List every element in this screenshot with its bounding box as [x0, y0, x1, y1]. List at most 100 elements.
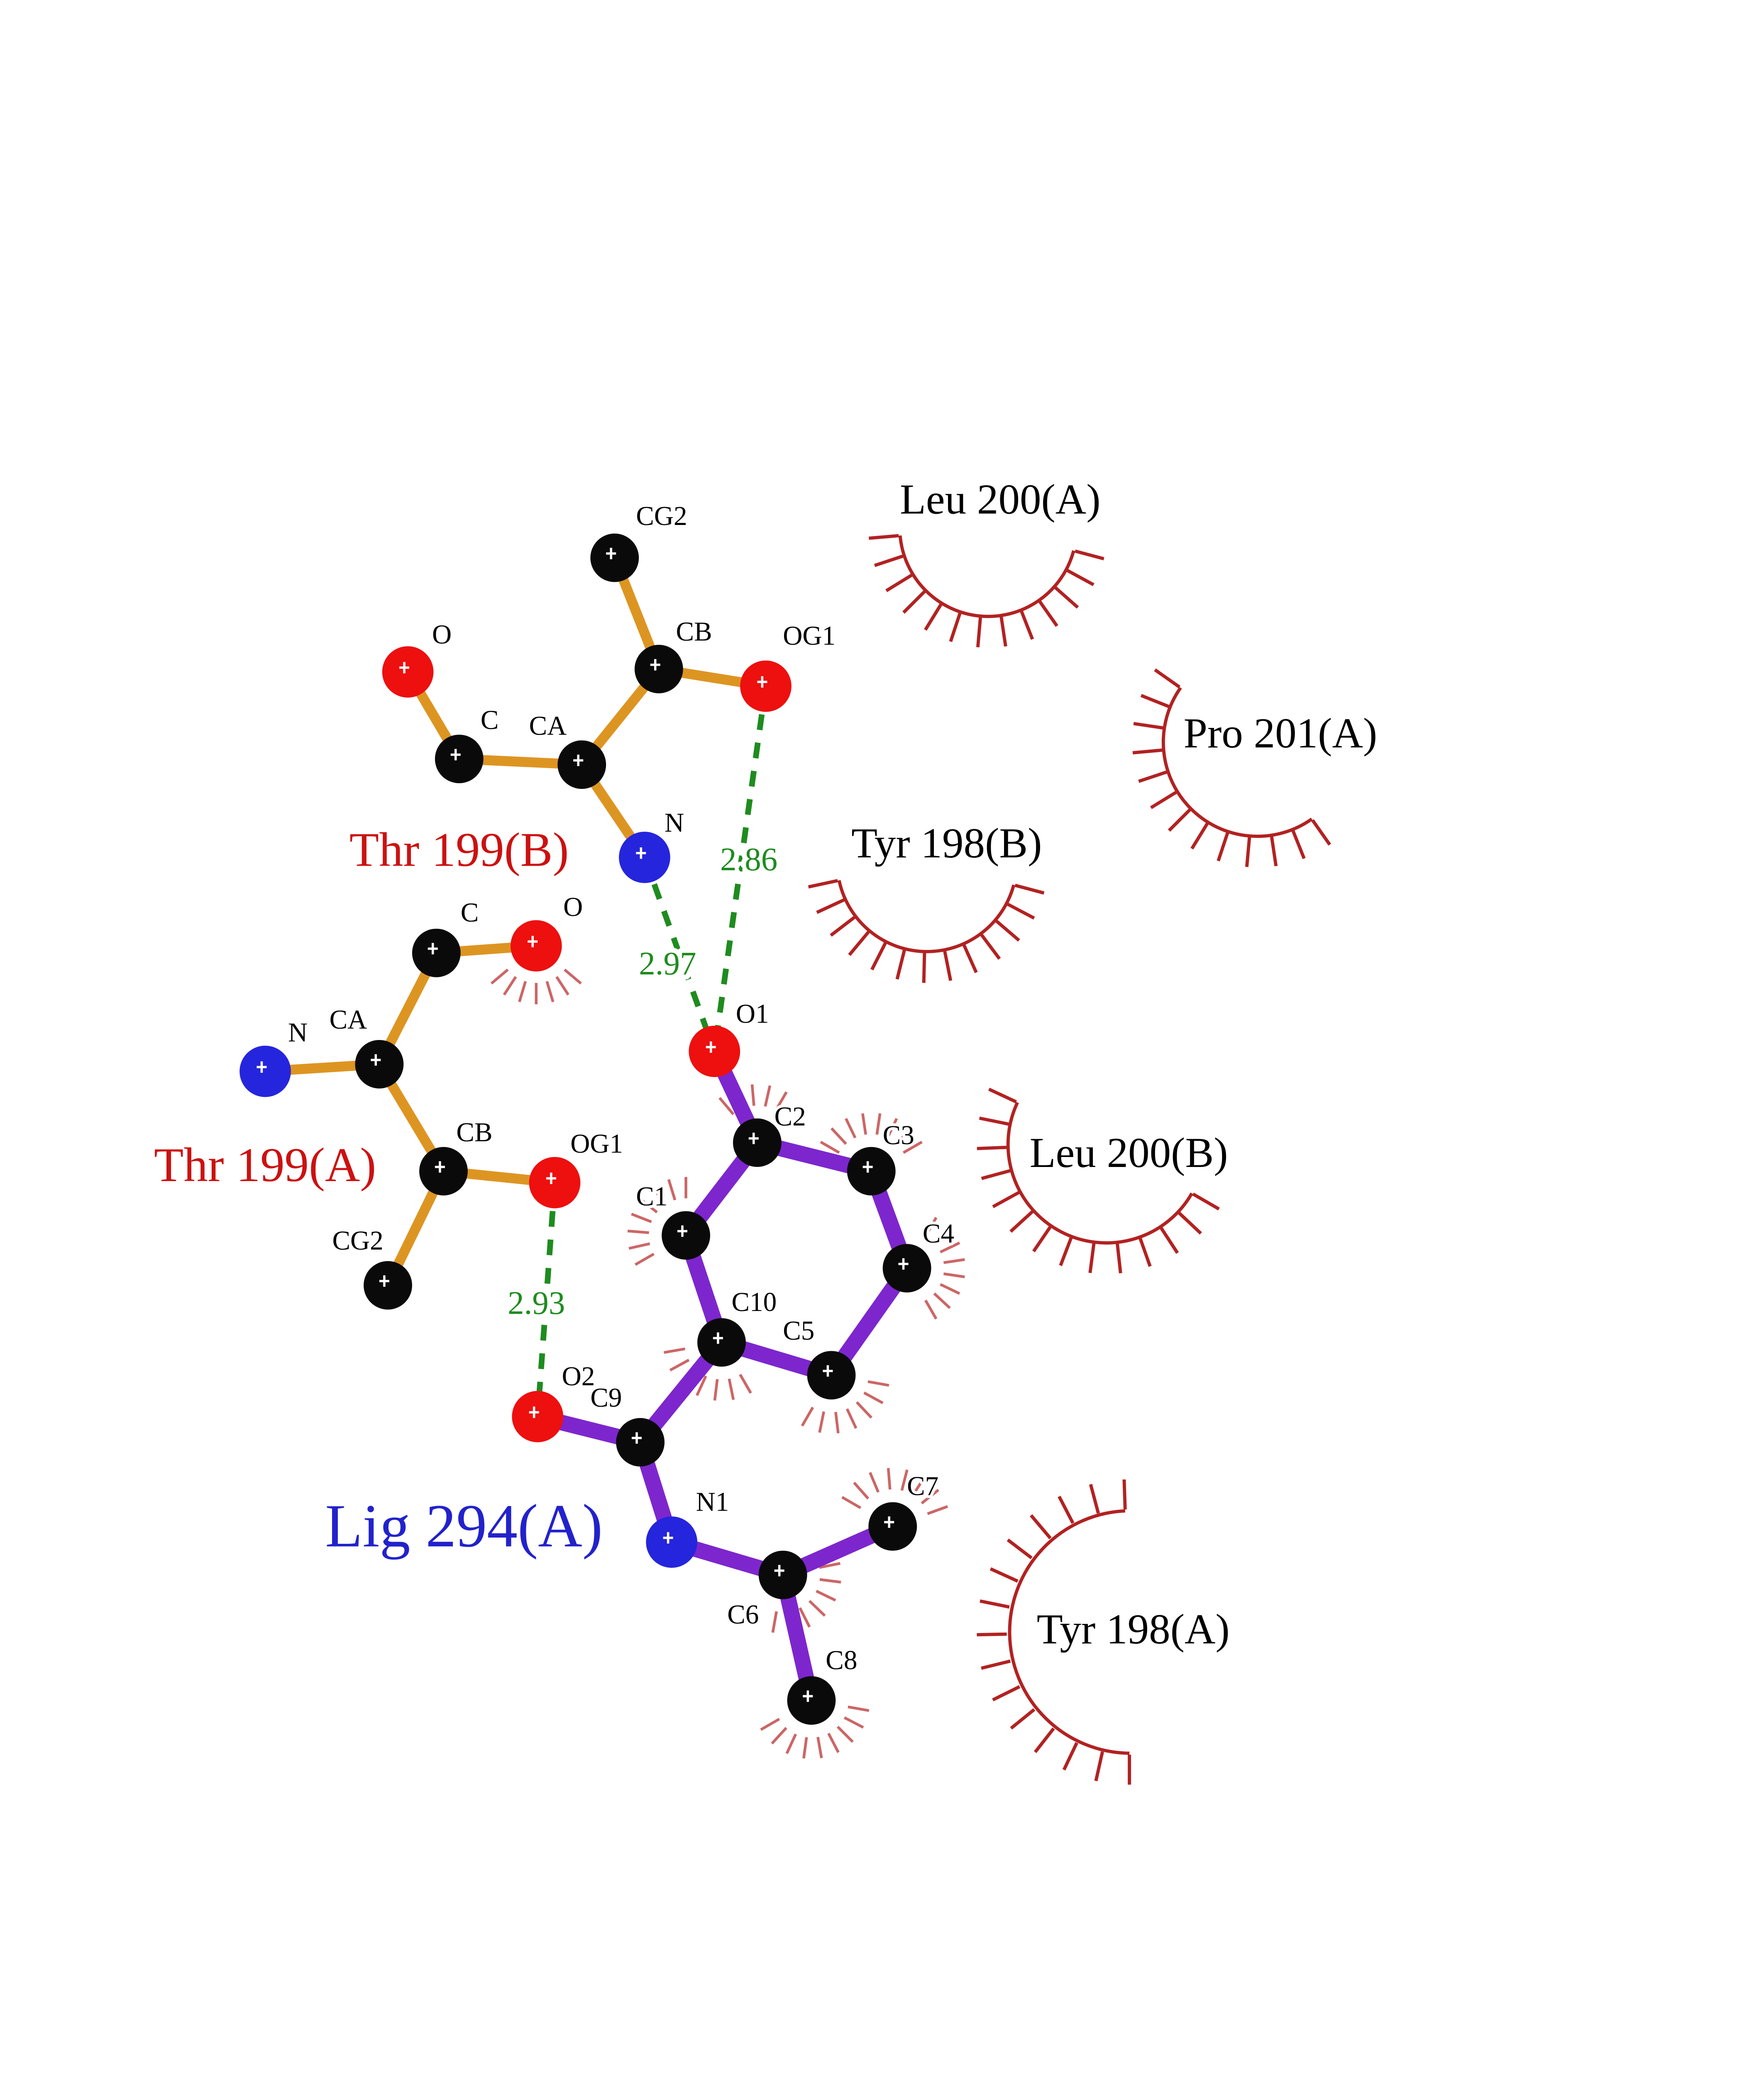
atom-circle [847, 1147, 896, 1196]
hydrophobic-lash [1217, 832, 1229, 862]
atom-lash [848, 1705, 870, 1712]
atom-circle [619, 832, 670, 883]
hydrophobic-lash [988, 1087, 1017, 1103]
atom-lash [841, 1496, 862, 1509]
hydrophobic-lash [990, 1567, 1019, 1583]
hydrophobic-lash [869, 534, 899, 540]
atom-lash [845, 1118, 857, 1139]
atom-lash [924, 1299, 938, 1320]
atom-lash [827, 1733, 840, 1753]
hydrophobic-lash [1020, 610, 1034, 640]
atom-circle [510, 920, 562, 972]
atom-b_c: C [435, 703, 501, 784]
hydrophobic-lash [999, 616, 1007, 647]
hydrophobic-lash [1038, 600, 1058, 627]
atom-lash [867, 1380, 889, 1387]
hydrophobic-lash [949, 613, 962, 642]
hydrophobic-lash [1058, 1496, 1075, 1524]
atom-lash [902, 1140, 923, 1154]
hydrophobic-lash [1132, 748, 1163, 754]
atom-lash [628, 1242, 650, 1250]
hbond-distance: 2.86 [720, 842, 777, 878]
hydrophobic-lash [808, 879, 838, 889]
atom-lash [750, 1084, 755, 1106]
atom-label-a_og1: OG1 [570, 1129, 623, 1159]
hydrophobic-lash [870, 942, 887, 971]
contact-lashes-c5 [801, 1380, 889, 1434]
contact-lashes-c4 [924, 1217, 965, 1320]
atom-label-a_cg2: CG2 [332, 1226, 384, 1256]
hydrophobic-lash [1094, 1751, 1104, 1782]
hydrophobic-residue-label: Leu 200(A) [900, 476, 1101, 523]
hydrophobic-contact-leu-200-a: Leu 200(A) [869, 473, 1104, 647]
hydrophobic-arc [1161, 686, 1313, 838]
hydrophobic-lash [1122, 1479, 1127, 1510]
ligand-name-label: Lig 294(A) [325, 1492, 603, 1560]
residue-name-label: Thr 199(A) [154, 1138, 376, 1192]
atom-circle [634, 644, 683, 693]
hydrophobic-lash [1054, 586, 1079, 609]
hydrophobic-arc [1006, 1101, 1194, 1245]
atom-label-c10: C10 [732, 1287, 777, 1317]
atom-lash [940, 1283, 960, 1295]
atom-label-c4: C4 [923, 1219, 954, 1249]
atom-lash [943, 1258, 965, 1264]
atom-label-n1: N1 [696, 1487, 729, 1517]
atom-c7: C7 [868, 1469, 941, 1551]
atom-lash [518, 981, 527, 1003]
hydrophobic-lash [962, 944, 978, 973]
hydrophobic-residue-label: Tyr 198(A) [1037, 1606, 1230, 1653]
atom-lash [627, 1229, 649, 1234]
atom-c5: C5 [780, 1313, 856, 1400]
atom-lash [667, 1179, 677, 1201]
atom-lash [545, 981, 555, 1003]
atom-lash [834, 1412, 840, 1434]
atom-a_n: N [239, 1015, 310, 1097]
hydrophobic-lash [981, 1169, 1011, 1180]
hydrophobic-lash [1030, 1514, 1052, 1540]
atom-a_o: O [510, 889, 586, 972]
atom-lash [639, 1198, 658, 1213]
atom-lash [664, 1347, 686, 1354]
atom-circle [364, 1261, 412, 1310]
atom-label-c2: C2 [774, 1102, 806, 1132]
hydrophobic-lash [1140, 694, 1170, 708]
atom-lash [802, 1737, 808, 1759]
hbond-distance: 2.97 [639, 946, 696, 982]
atom-lash [875, 1113, 882, 1135]
atom-c2: C2 [733, 1099, 809, 1167]
hydrophobic-lash [885, 574, 913, 592]
hydrophobic-lash [830, 916, 856, 937]
hydrogen-bond [711, 686, 769, 1052]
atom-lash [940, 1241, 960, 1254]
contact-lashes-c3 [820, 1113, 923, 1154]
atom-circle [382, 646, 434, 698]
atom-circle [412, 928, 461, 977]
atom-c4: C4 [882, 1216, 957, 1293]
atom-lash [943, 1272, 965, 1279]
hydrophobic-contact-tyr-198-a: Tyr 198(A) [977, 1479, 1233, 1785]
atom-label-b_ca: CA [529, 711, 567, 741]
atom-label-a_cb: CB [456, 1118, 492, 1147]
hydrogen-bond [642, 856, 717, 1052]
atom-circle [868, 1502, 917, 1551]
hydrophobic-lash [1139, 1238, 1152, 1267]
atom-lash [564, 968, 582, 985]
atom-label-b_cb: CB [676, 617, 712, 647]
atom-circle [419, 1147, 468, 1196]
hydrophobic-lash [1311, 819, 1332, 846]
atom-label-c5: C5 [783, 1316, 814, 1346]
atom-lash [785, 1733, 797, 1754]
hydrophobic-lash [1245, 837, 1251, 867]
atom-label-a_c: C [461, 898, 479, 928]
atom-label-c1: C1 [636, 1182, 667, 1212]
hydrophobic-contact-leu-200-b: Leu 200(B) [977, 1087, 1231, 1274]
atom-lash [728, 1378, 735, 1400]
atom-lash [631, 1213, 652, 1223]
atom-lash [869, 1472, 880, 1493]
hydrophobic-contact-tyr-198-b: Tyr 198(B) [808, 817, 1045, 983]
hydrophobic-lash [976, 617, 982, 647]
atom-lash [861, 1113, 867, 1135]
hydrophobic-contact-pro-201-a: Pro 201(A) [1132, 668, 1380, 867]
